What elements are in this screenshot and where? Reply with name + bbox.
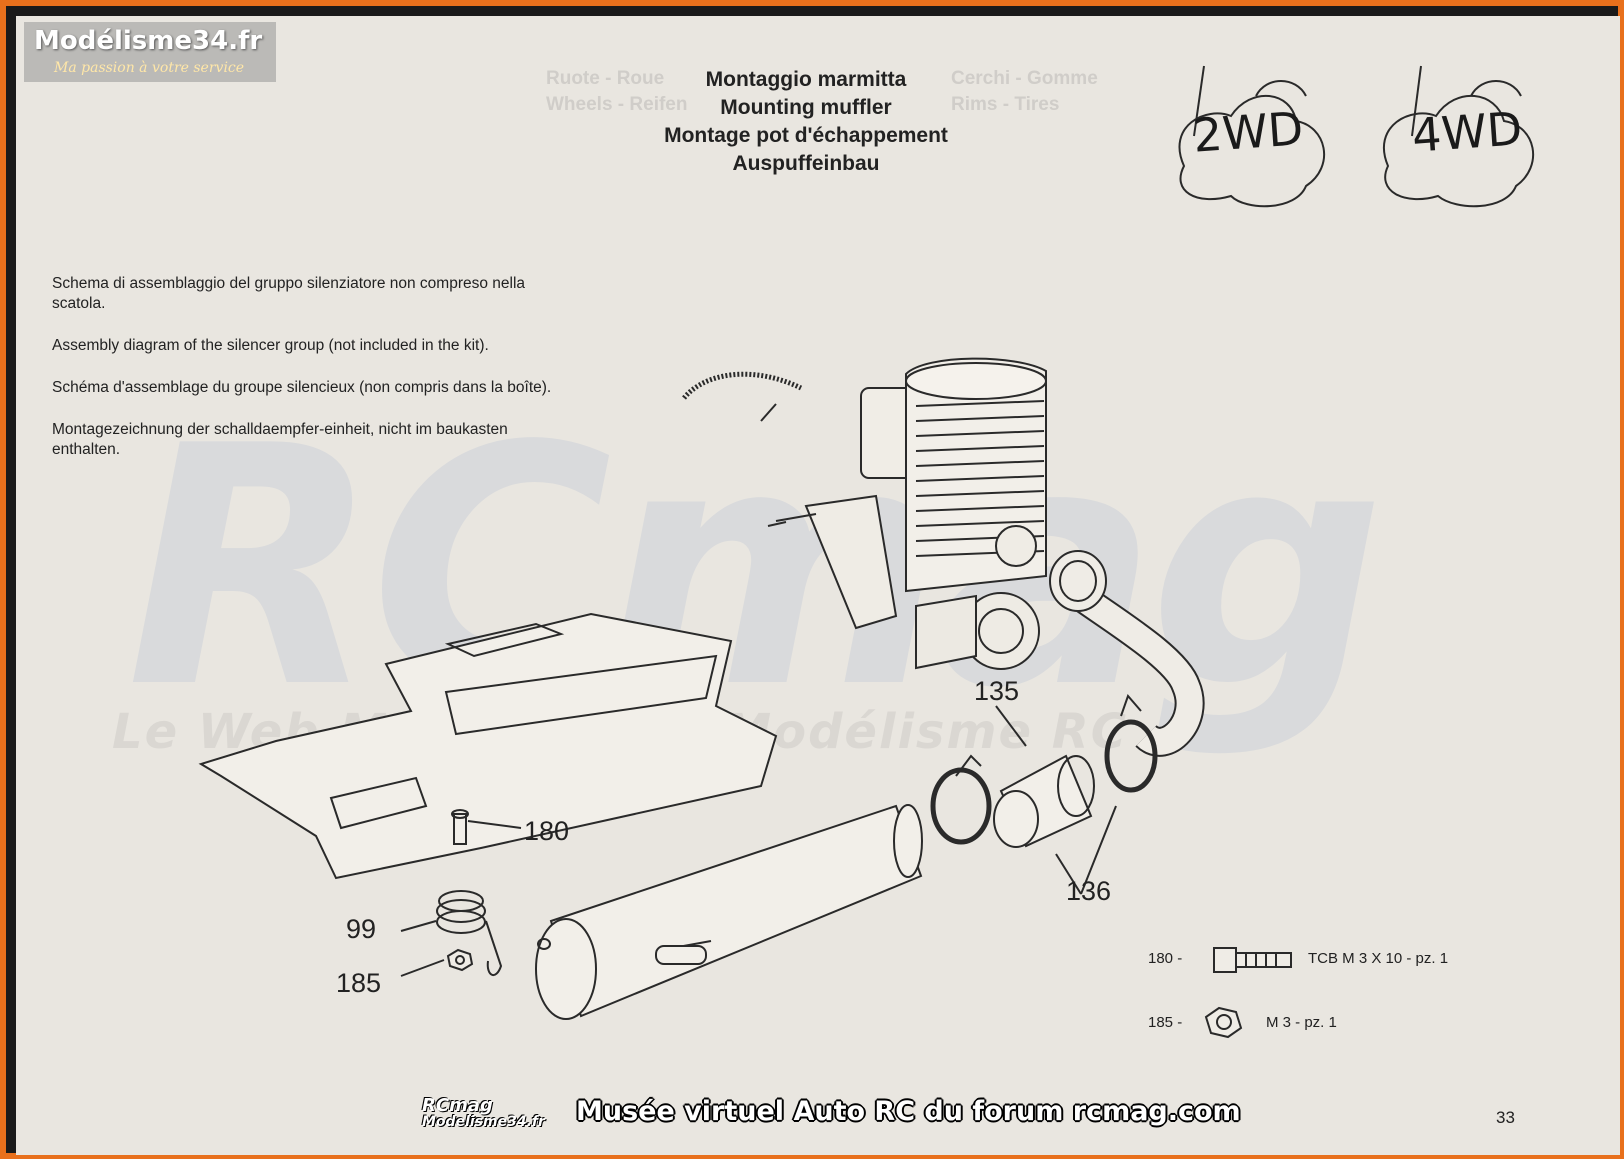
ghost-heading-left: Ruote - Roue Wheels - Reifen	[546, 66, 687, 118]
clamp-right-icon	[1104, 694, 1158, 793]
heading-english: Mounting muffler	[720, 96, 892, 119]
manual-page: Ruote - Roue Wheels - Reifen Cerchi - Go…	[16, 16, 1620, 1155]
description-italian: Schema di assemblaggio del gruppo silenz…	[52, 275, 526, 312]
assembly-diagram	[198, 65, 1534, 1039]
wire-spring-icon	[682, 371, 803, 400]
legend-code: 185 -	[1148, 1014, 1183, 1031]
legend-code: 180 -	[1148, 950, 1183, 967]
footer-logo: RCmag Modelisme34.fr	[422, 1095, 545, 1131]
nut-185-icon	[400, 948, 474, 977]
screw-180-icon	[451, 809, 522, 845]
footer-logo-rcmag: RCmag	[422, 1095, 493, 1116]
legend-row-185: 185 -	[1148, 1014, 1182, 1031]
callout-136: 136	[1066, 876, 1112, 906]
ghost-heading-line: Ruote - Roue	[546, 68, 665, 89]
legend-nut-icon	[1204, 1006, 1243, 1039]
description-french: Schéma d'assemblage du groupe silencieux…	[52, 379, 552, 396]
page-number: 33	[1496, 1108, 1515, 1127]
ghost-heading-line: Cerchi - Gomme	[951, 68, 1098, 89]
site-name: Modélisme34.fr	[34, 26, 263, 56]
description-german: Montagezeichnung der schalldaempfer-einh…	[52, 421, 508, 458]
heading-italian: Montaggio marmitta	[705, 68, 907, 91]
callout-135: 135	[974, 676, 1020, 706]
2wd-badge-icon	[1178, 65, 1325, 208]
site-slogan: Ma passion à votre service	[54, 60, 245, 76]
callout-180: 180	[524, 816, 570, 846]
ghost-heading-right: Cerchi - Gomme Rims - Tires	[951, 66, 1098, 118]
badge-4wd: 4WD	[1410, 101, 1524, 163]
clamp-left-icon	[930, 754, 992, 845]
ghost-heading-line: Rims - Tires	[951, 94, 1060, 115]
description-english: Assembly diagram of the silencer group (…	[52, 337, 489, 354]
4wd-badge-icon	[1382, 65, 1534, 208]
coupler-135-icon	[993, 754, 1095, 848]
legend-desc-180: TCB M 3 X 10 - pz. 1	[1308, 950, 1449, 967]
section-headings: Montaggio marmitta Mounting muffler Mont…	[586, 66, 1026, 178]
footer-title: Musée virtuel Auto RC du forum rcmag.com	[576, 1096, 1241, 1127]
legend-screw-icon	[1213, 947, 1292, 973]
badge-2wd: 2WD	[1191, 101, 1305, 163]
muffler-icon	[535, 804, 923, 1020]
site-watermark: Modélisme34.fr Ma passion à votre servic…	[24, 22, 276, 82]
callout-185: 185	[336, 968, 382, 998]
heading-french: Montage pot d'échappement	[664, 124, 948, 147]
chassis-plate-icon	[198, 612, 778, 880]
description-block: Schema di assemblaggio del gruppo silenz…	[52, 274, 552, 482]
ghost-heading-line: Wheels - Reifen	[546, 94, 688, 115]
heading-german: Auspuffeinbau	[732, 152, 880, 175]
legend-row-180: 180 -	[1148, 950, 1182, 967]
footer-logo-site: Modelisme34.fr	[422, 1114, 545, 1130]
spring-99-icon	[400, 890, 503, 976]
callout-99: 99	[346, 914, 377, 944]
legend-desc-185: M 3 - pz. 1	[1266, 1014, 1337, 1031]
engine-icon	[767, 357, 1047, 670]
